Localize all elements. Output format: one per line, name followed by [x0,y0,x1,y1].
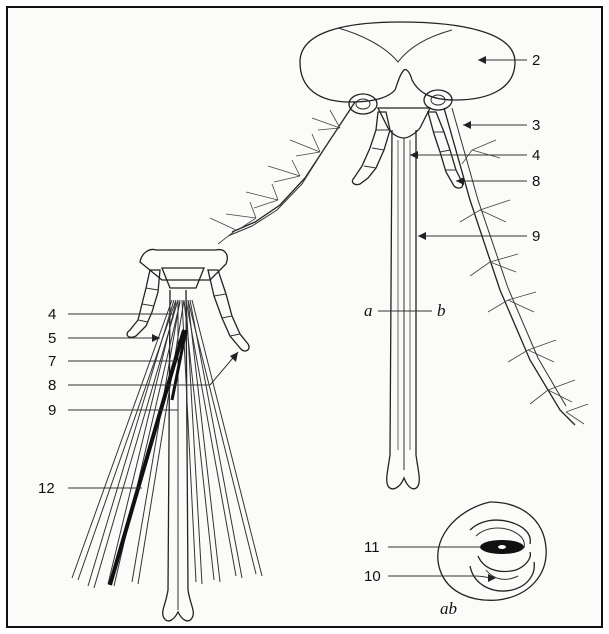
label-12: 12 [38,480,55,497]
label-4-right: 4 [532,147,540,164]
label-9-right: 9 [532,228,540,245]
label-4-left: 4 [48,306,56,323]
label-9-left: 9 [48,402,56,419]
left-leader-lines [68,314,238,488]
label-11: 11 [364,539,380,556]
label-a: a [364,301,373,320]
label-b: b [437,301,446,320]
dissected-mouthparts-drawing [72,250,262,621]
label-7: 7 [48,353,56,370]
head-drawing [210,22,588,489]
label-10: 10 [364,568,381,585]
label-3: 3 [532,117,540,134]
label-2: 2 [532,52,540,69]
label-8-right: 8 [532,173,540,190]
cross-section-drawing [438,502,546,600]
cross-section-leaders [388,547,496,582]
label-ab: ab [440,599,457,618]
label-8-left: 8 [48,377,56,394]
label-5: 5 [48,330,56,347]
